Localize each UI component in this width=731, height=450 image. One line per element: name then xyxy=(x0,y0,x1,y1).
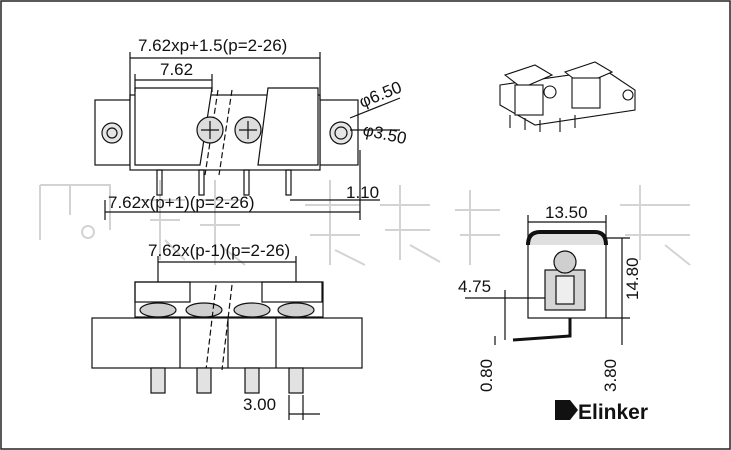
barrier-cover-2 xyxy=(257,87,319,166)
brand-logo-icon xyxy=(555,400,578,420)
dim-side-width: 13.50 xyxy=(545,203,588,222)
iso-pins xyxy=(509,115,576,132)
break-line xyxy=(204,89,233,176)
mounting-hole-right-inner xyxy=(334,126,348,140)
side-pin xyxy=(512,318,572,342)
side-screw-body xyxy=(555,275,575,305)
side-view xyxy=(465,215,630,345)
pin-front-3 xyxy=(244,367,260,394)
mounting-hole-left-inner xyxy=(106,127,118,139)
iso-screw-1 xyxy=(543,85,557,99)
pin-top-4 xyxy=(285,169,292,196)
iso-mount-hole xyxy=(622,89,634,101)
dim-total-width: 7.62xp+1.5(p=2-26) xyxy=(138,36,287,55)
clamp-3 xyxy=(233,302,271,318)
barrier-left xyxy=(134,281,191,303)
dim-pin-offset: 1.10 xyxy=(346,183,379,202)
mounting-hole-right xyxy=(329,121,353,145)
pin-top-2 xyxy=(198,169,205,196)
clamp-4 xyxy=(277,302,315,318)
clamp-1 xyxy=(139,302,177,318)
screw-slot-1 xyxy=(201,121,219,139)
pin-top-3 xyxy=(243,169,250,196)
isometric-view xyxy=(499,61,636,132)
dim-pitch: 7.62 xyxy=(160,60,193,79)
dim-pin-width: 3.00 xyxy=(243,395,276,414)
barrier-cover-1 xyxy=(134,87,213,166)
dim-pin-span: 7.62x(p+1)(p=2-26) xyxy=(108,193,254,212)
screw-slot-2 xyxy=(239,121,257,139)
top-view xyxy=(94,52,401,220)
pin-front-2 xyxy=(196,367,212,394)
side-screw-head xyxy=(553,250,577,274)
clamp-2 xyxy=(185,302,223,318)
pin-top-1 xyxy=(156,169,163,196)
front-view xyxy=(91,256,363,420)
brand-name: Elinker xyxy=(578,401,648,424)
mounting-hole-left xyxy=(101,122,123,144)
dim-pin-thickness: 0.80 xyxy=(477,359,496,392)
brand-logo: Elinker xyxy=(555,400,648,424)
barrier-right xyxy=(261,281,323,303)
watermark-graphic xyxy=(39,180,691,266)
dim-front-span: 7.62x(p-1)(p=2-26) xyxy=(148,241,290,260)
dim-side-height: 14.80 xyxy=(623,257,642,300)
pin-front-1 xyxy=(150,367,166,394)
pin-front-4 xyxy=(288,367,304,394)
dim-pin-inset: 4.75 xyxy=(458,277,491,296)
dim-pin-length: 3.80 xyxy=(601,359,620,392)
side-body-cover xyxy=(526,230,608,246)
